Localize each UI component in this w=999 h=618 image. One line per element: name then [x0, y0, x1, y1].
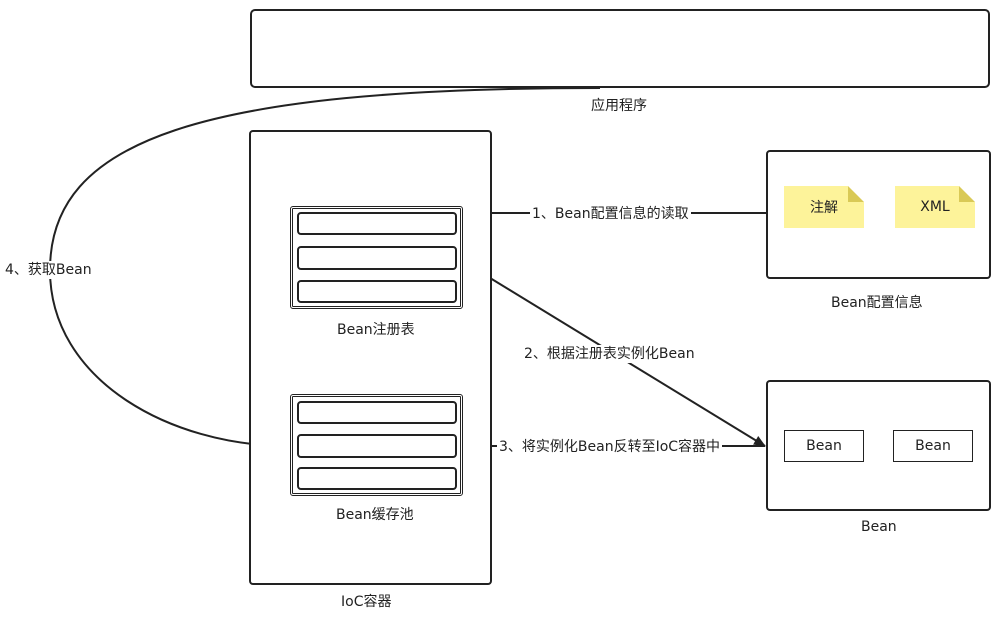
- edge-app-to-cache: [48, 87, 601, 451]
- registry-slot: [297, 212, 457, 235]
- step3-label: 3、将实例化Bean反转至IoC容器中: [497, 438, 723, 456]
- ioc-container-label: IoC容器: [341, 594, 392, 610]
- note-fold-corner: [959, 186, 975, 202]
- step4-label: 4、获取Bean: [3, 261, 94, 279]
- annotation-note-label: 注解: [810, 200, 838, 216]
- xml-note-label: XML: [920, 199, 950, 215]
- xml-note: XML: [895, 186, 975, 228]
- application-box: [250, 9, 990, 88]
- cache-slot: [297, 434, 457, 458]
- bean-config-label: Bean配置信息: [831, 295, 923, 311]
- annotation-note: 注解: [784, 186, 864, 228]
- bean-registry-label: Bean注册表: [337, 322, 415, 338]
- bean-instance: Bean: [784, 430, 864, 462]
- note-fold-corner: [848, 186, 864, 202]
- step2-label: 2、根据注册表实例化Bean: [522, 345, 697, 363]
- beans-label: Bean: [861, 519, 897, 535]
- bean-instance: Bean: [893, 430, 973, 462]
- cache-slot: [297, 401, 457, 424]
- ioc-container: [249, 130, 492, 585]
- registry-slot: [297, 246, 457, 270]
- bean-cache-pool-label: Bean缓存池: [336, 507, 414, 523]
- application-label: 应用程序: [591, 98, 647, 114]
- step1-label: 1、Bean配置信息的读取: [530, 205, 691, 223]
- registry-slot: [297, 280, 457, 303]
- cache-slot: [297, 467, 457, 490]
